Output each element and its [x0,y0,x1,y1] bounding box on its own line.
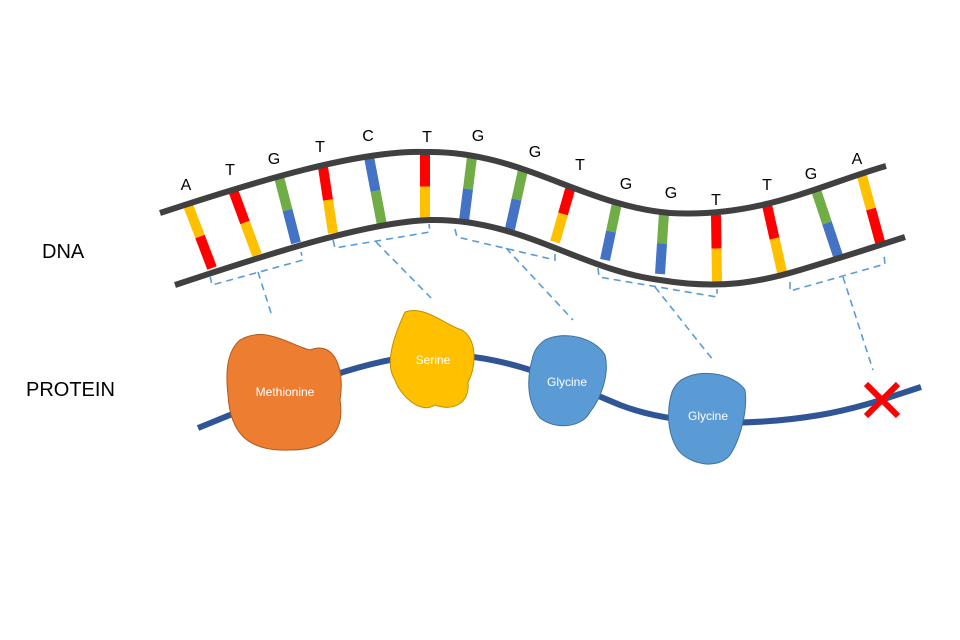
complement-base-T [195,234,217,270]
dna-label: DNA [42,241,85,263]
codon-bracket-1 [209,251,304,317]
complement-base-G [370,190,387,226]
base-letter: G [620,176,632,193]
base-A [857,174,876,211]
base-letter: A [181,177,192,194]
complement-base-A [769,237,787,274]
complement-base-C [282,208,301,245]
base-letter: G [805,166,817,183]
base-G [463,156,477,190]
base-G [511,168,528,201]
base-C [364,156,381,192]
amino-acid-methionine: Methionine [226,334,342,451]
base-letter: T [315,139,325,156]
protein-label: PROTEIN [26,379,115,401]
complement-base-C [600,230,616,262]
base-letter: T [575,157,585,174]
complement-base-A [711,248,722,283]
complement-base-C [655,243,667,275]
codon-bracket-3 [454,228,574,321]
codon-brackets [209,223,886,371]
base-G [657,212,669,244]
base-T [228,188,250,225]
base-G [274,175,293,212]
codon-bracket-4 [597,267,718,361]
amino-acid-label: Glycine [688,409,728,423]
complement-base-C [459,188,473,222]
base-letter: G [529,144,541,161]
complement-base-C [822,221,843,258]
base-T [318,166,333,201]
base-T [558,184,576,216]
base-letter: T [711,192,721,209]
base-letter: A [852,151,863,168]
complement-base-C [505,198,522,231]
base-A [183,203,205,239]
stop-x-icon [863,381,901,419]
complement-base-A [323,199,338,234]
complement-base-T [866,207,885,244]
base-G [811,188,832,225]
dna-top-strand [159,148,887,217]
amino-acid-label: Glycine [547,375,587,389]
base-letter: G [665,185,677,202]
base-letter: T [225,162,235,179]
base-letter: T [422,129,432,146]
complement-base-A [240,220,262,257]
amino-acid-label: Methionine [256,385,315,399]
base-T [762,203,780,240]
codon-bracket-5 [789,255,886,371]
base-letter: C [362,128,374,145]
dna-bottom-strand [174,216,906,288]
codon-bracket-2 [332,223,432,299]
amino-acid-glycine-1: Glycine [528,335,607,427]
base-pairs [183,153,885,283]
base-G [606,201,622,233]
base-letters: A T G T C T G G T G G T T G A [181,128,863,209]
base-letter: G [268,151,280,168]
complement-base-A [550,212,568,244]
base-T [711,214,722,249]
amino-acid-glycine-2: Glycine [668,372,747,465]
amino-acid-label: Serine [416,353,451,367]
protein-chain [196,351,922,431]
amino-acid-serine: Serine [389,310,475,408]
base-letter: G [472,128,484,145]
base-letter: T [762,177,772,194]
